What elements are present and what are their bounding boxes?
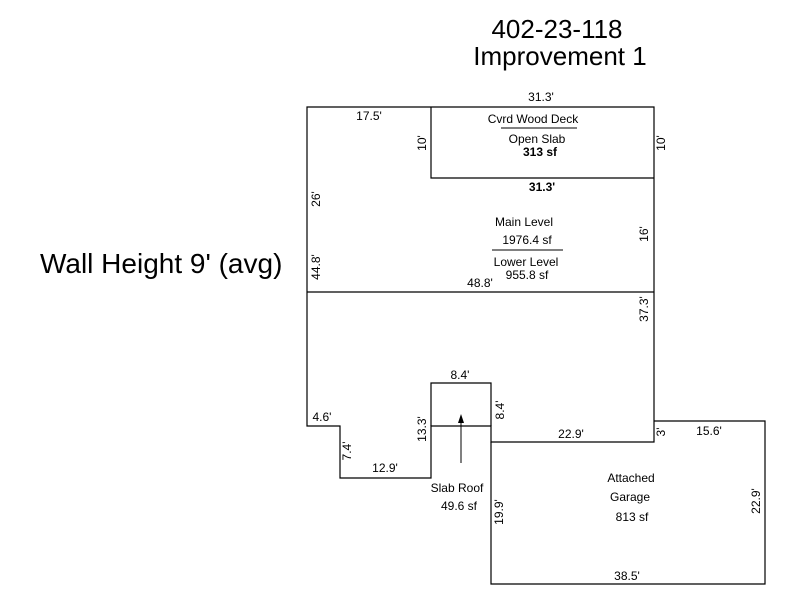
slab-area: 49.6 sf bbox=[441, 499, 478, 513]
deck-name: Cvrd Wood Deck bbox=[488, 112, 579, 126]
dim-slab-left: 13.3' bbox=[415, 416, 429, 442]
building-outline bbox=[306, 106, 766, 585]
dim-deck-right-h: 10' bbox=[654, 135, 668, 151]
dim-step-h: 7.4' bbox=[340, 442, 354, 461]
dim-slab-top: 8.4' bbox=[451, 368, 470, 382]
slope-arrow-icon bbox=[458, 414, 464, 463]
main-area: 1976.4 sf bbox=[502, 233, 552, 247]
dim-main-bottom: 48.8' bbox=[467, 276, 493, 290]
dim-deck-left-h: 10' bbox=[415, 135, 429, 151]
dim-step-small: 3' bbox=[654, 428, 668, 437]
dim-garage-left: 19.9' bbox=[492, 499, 506, 525]
dim-right-lower: 37.3' bbox=[637, 296, 651, 322]
slab-name: Slab Roof bbox=[431, 481, 484, 495]
deck-area-label: Cvrd Wood Deck Open Slab 313 sf bbox=[488, 112, 579, 159]
lower-name: Lower Level bbox=[494, 255, 559, 269]
dim-deck-left-top: 17.5' bbox=[356, 109, 382, 123]
wall-height-note: Wall Height 9' (avg) bbox=[40, 248, 282, 279]
dim-right-mid: 16' bbox=[637, 226, 651, 242]
garage-area: 813 sf bbox=[616, 510, 649, 524]
garage-line2: Garage bbox=[610, 490, 650, 504]
main-area-label: Main Level 1976.4 sf Lower Level 955.8 s… bbox=[492, 215, 563, 282]
improvement-title: Improvement 1 bbox=[473, 41, 646, 71]
dimension-labels: 31.3' 17.5' 31.3' 48.8' 8.4' 4.6' 12.9' … bbox=[309, 90, 763, 583]
main-name: Main Level bbox=[495, 215, 553, 229]
deck-area: 313 sf bbox=[523, 145, 558, 159]
dim-mid-right: 22.9' bbox=[558, 427, 584, 441]
dim-slab-right: 8.4' bbox=[493, 401, 507, 420]
deck-sub: Open Slab bbox=[509, 132, 566, 146]
dim-garage-top: 15.6' bbox=[696, 424, 722, 438]
dim-step-bottom: 12.9' bbox=[372, 461, 398, 475]
dim-left-upper: 26' bbox=[309, 191, 323, 207]
dim-top: 31.3' bbox=[528, 90, 554, 104]
dim-step-top: 4.6' bbox=[313, 410, 332, 424]
garage-label: Attached Garage 813 sf bbox=[607, 471, 654, 524]
garage-line1: Attached bbox=[607, 471, 654, 485]
lower-area: 955.8 sf bbox=[506, 268, 549, 282]
dim-garage-bottom: 38.5' bbox=[614, 569, 640, 583]
slab-roof-label: Slab Roof 49.6 sf bbox=[431, 481, 484, 513]
dim-left-lower: 44.8' bbox=[309, 254, 323, 280]
dim-garage-right: 22.9' bbox=[749, 488, 763, 514]
dim-deck-bottom: 31.3' bbox=[529, 180, 555, 194]
parcel-id: 402-23-118 bbox=[491, 14, 622, 44]
